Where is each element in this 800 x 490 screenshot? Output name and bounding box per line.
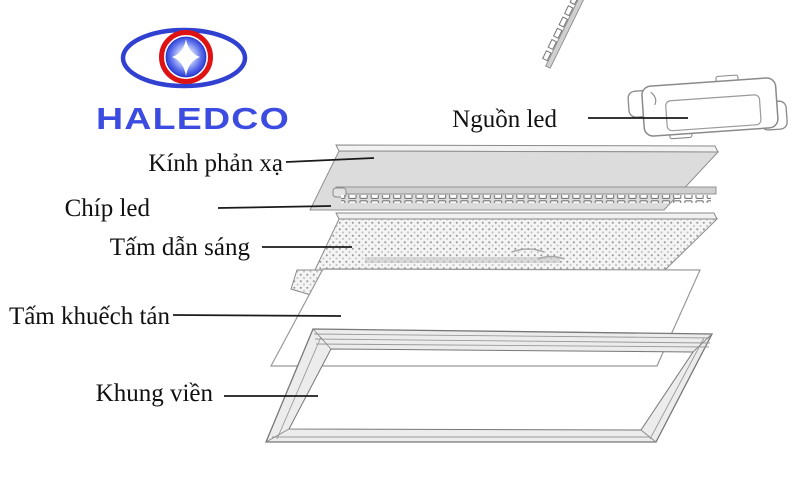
label-reflector: Kính phản xạ (148, 150, 283, 177)
led-strip-side (542, 0, 627, 69)
driver-body (641, 77, 779, 137)
led-strip-top (332, 186, 717, 203)
top-strip-pcb (335, 186, 717, 195)
frame-border (265, 328, 714, 443)
light-guide-streak (365, 257, 560, 263)
logo-star-glow (181, 52, 191, 62)
leader-diffuser (172, 314, 342, 317)
top-strip-connector (332, 187, 347, 198)
side-strip-pcb (545, 0, 627, 69)
side-strip-chips (542, 0, 579, 62)
logo-ellipse (120, 27, 248, 89)
label-frame: Khung viền (96, 380, 214, 407)
driver-hook-detail (650, 91, 657, 106)
top-strip-chips (341, 195, 711, 203)
leader-lines (172, 117, 688, 397)
light-guide-plate (290, 212, 719, 297)
leader-chip (217, 205, 332, 209)
frame-band (266, 329, 712, 442)
haledco-logo: HALEDCO (96, 27, 290, 136)
light-guide-swirl-marks (511, 248, 565, 260)
label-chip: Chíp led (65, 195, 151, 222)
logo-brand-text: HALEDCO (96, 101, 290, 136)
frame-miter-joints (265, 328, 713, 443)
leader-reflector (285, 157, 375, 163)
led-driver-drawing (627, 74, 788, 140)
frame-extrusion-lines (272, 333, 712, 440)
label-light-guide: Tấm dẫn sáng (110, 234, 251, 261)
light-guide-top-edge (335, 212, 718, 220)
label-diffuser: Tấm khuếch tán (9, 303, 171, 330)
driver-label-window (665, 94, 762, 132)
label-power: Nguồn led (452, 106, 557, 133)
